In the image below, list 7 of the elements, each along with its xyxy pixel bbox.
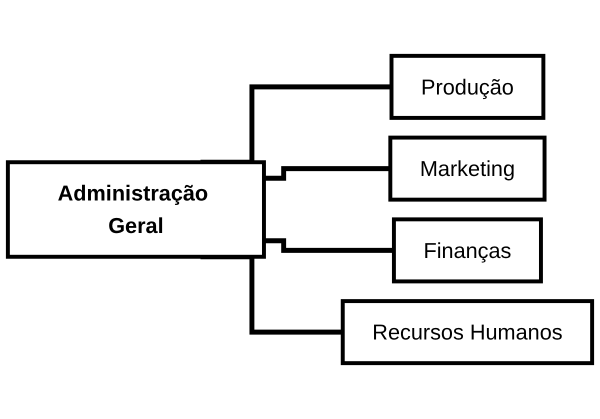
node-box: Administração Geral — [6, 160, 266, 259]
connector — [264, 166, 390, 181]
node-box: Recursos Humanos — [340, 299, 594, 366]
node-box: Marketing — [388, 136, 547, 202]
node-box: Finanças — [392, 217, 543, 284]
connector — [264, 238, 394, 253]
node-box: Produção — [390, 54, 546, 120]
